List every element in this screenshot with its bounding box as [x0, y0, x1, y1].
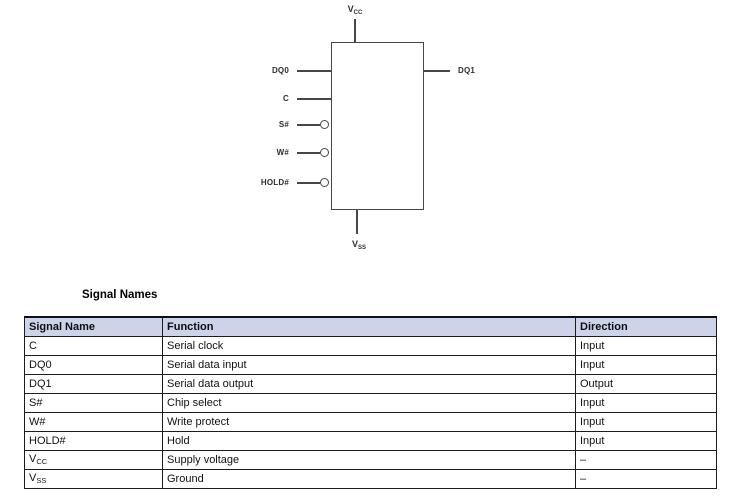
direction-cell: – [575, 468, 717, 489]
dq0-pin-label: DQ0 [271, 66, 289, 75]
signal-name-cell: S# [24, 392, 163, 413]
c-pin-label: C [283, 94, 289, 103]
hold-pin-line [297, 182, 320, 184]
signal-name-cell: W# [24, 411, 163, 432]
s-pin-inversion-bubble [320, 120, 329, 129]
vss-pin-label: VSS [351, 239, 367, 251]
direction-cell: Input [575, 335, 717, 356]
function-cell: Ground [162, 468, 576, 489]
function-cell: Serial data input [162, 354, 576, 375]
w-pin-inversion-bubble [320, 148, 329, 157]
vcc-pin-label: VCC [347, 4, 363, 16]
s-pin-line [297, 124, 320, 126]
w-pin-label: W# [276, 148, 289, 157]
w-pin-line [297, 152, 320, 154]
chip-body [331, 42, 424, 210]
s-pin-label: S# [278, 120, 289, 129]
function-cell: Serial clock [162, 335, 576, 356]
dq1-pin-line [424, 70, 450, 72]
signal-name-cell: HOLD# [24, 430, 163, 451]
vss-pin-line [356, 210, 358, 234]
direction-cell: Input [575, 411, 717, 432]
dq1-pin-label: DQ1 [458, 66, 476, 75]
signal-names-title: Signal Names [82, 289, 158, 301]
header-direction: Direction [575, 316, 717, 337]
signal-name-cell: DQ0 [24, 354, 163, 375]
function-cell: Supply voltage [162, 449, 576, 470]
direction-cell: – [575, 449, 717, 470]
table-header-row: Signal Name Function Direction [24, 316, 717, 337]
function-cell: Chip select [162, 392, 576, 413]
signal-name-cell: DQ1 [24, 373, 163, 394]
hold-pin-label: HOLD# [260, 178, 289, 187]
direction-cell: Input [575, 430, 717, 451]
header-function: Function [162, 316, 576, 337]
signal-name-cell: VCC [24, 449, 163, 470]
hold-pin-inversion-bubble [320, 178, 329, 187]
vcc-pin-line [354, 19, 356, 42]
direction-cell: Input [575, 354, 717, 375]
signal-name-cell: VSS [24, 468, 163, 489]
function-cell: Hold [162, 430, 576, 451]
c-pin-line [297, 98, 331, 100]
function-cell: Serial data output [162, 373, 576, 394]
signal-name-cell: C [24, 335, 163, 356]
function-cell: Write protect [162, 411, 576, 432]
direction-cell: Input [575, 392, 717, 413]
header-signal-name: Signal Name [24, 316, 163, 337]
dq0-pin-line [297, 70, 331, 72]
direction-cell: Output [575, 373, 717, 394]
